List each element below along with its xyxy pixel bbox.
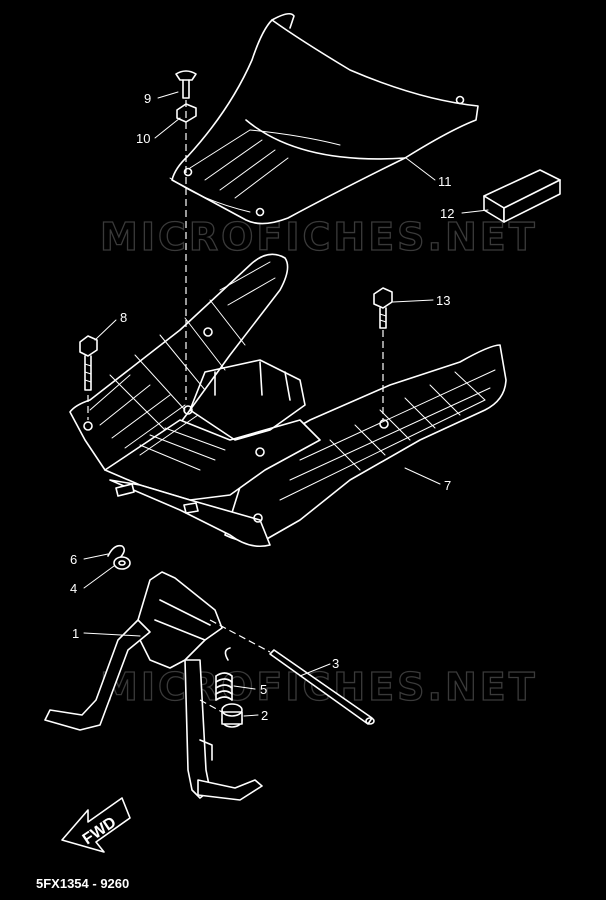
callout-6: 6: [70, 552, 77, 567]
leader-lines: [83, 91, 489, 717]
part-13-bolt: [373, 287, 393, 329]
part-1-main-stand: [44, 571, 263, 801]
part-8-bolt: [79, 335, 98, 391]
callout-8: 8: [120, 310, 127, 325]
assembly-lines: [87, 100, 384, 713]
callout-1: 1: [72, 626, 79, 641]
callout-10: 10: [136, 131, 150, 146]
part-6-clip: [107, 544, 126, 561]
forward-direction-arrow: FWD: [61, 797, 131, 853]
watermark-top: MICROFICHES.NET: [100, 215, 538, 259]
drawing-code: 5FX1354 - 9260: [36, 876, 129, 891]
part-11-cover: [169, 12, 479, 225]
callout-13: 13: [436, 293, 450, 308]
part-7-footrest-board: [69, 253, 507, 548]
callout-3: 3: [332, 656, 339, 671]
part-2-collar: [221, 703, 243, 728]
callout-4: 4: [70, 581, 77, 596]
part-5-spring: [215, 647, 233, 701]
callouts: 9 10 11 12 8 13 7 6 4 1 3 5 2: [70, 91, 454, 723]
part-12-pad: [483, 169, 561, 223]
part-9-screw: [175, 70, 197, 99]
callout-11: 11: [438, 174, 452, 189]
callout-9: 9: [144, 91, 151, 106]
part-3-shaft: [269, 649, 375, 725]
part-4-washer: [113, 556, 131, 570]
callout-2: 2: [261, 708, 268, 723]
callout-5: 5: [260, 682, 267, 697]
callout-12: 12: [440, 206, 454, 221]
callout-7: 7: [444, 478, 451, 493]
